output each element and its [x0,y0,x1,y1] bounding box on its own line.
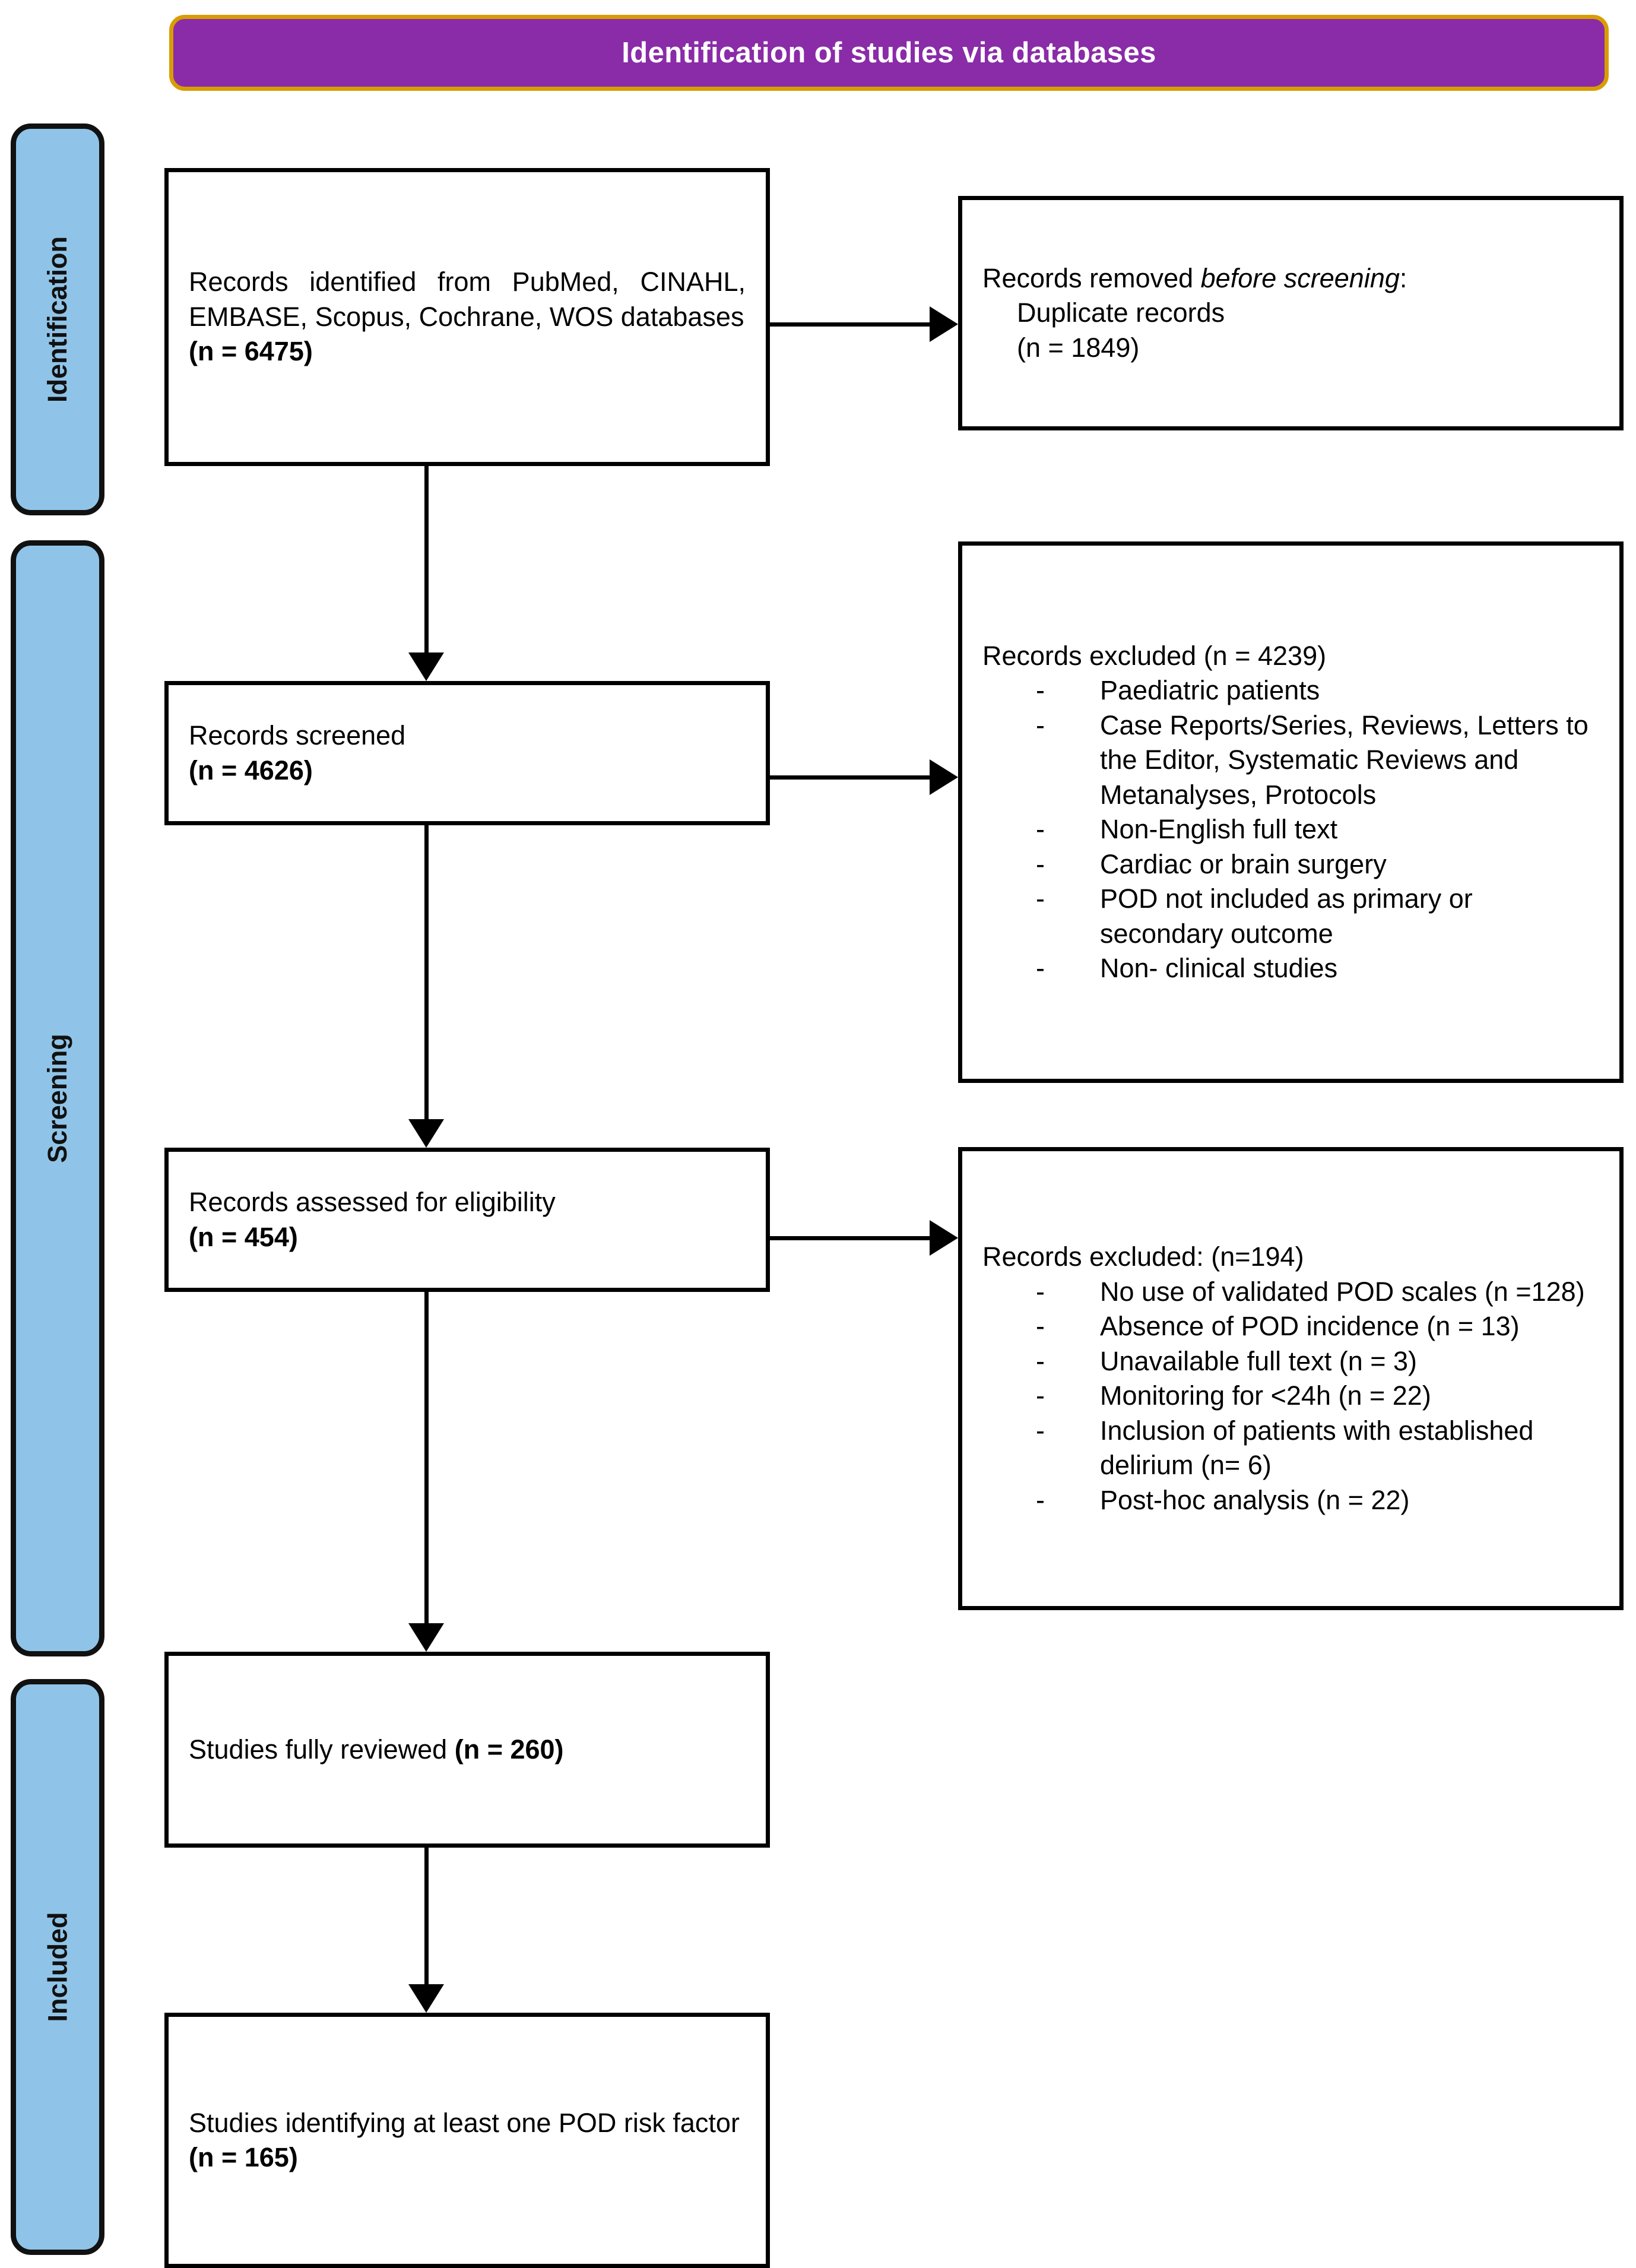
box-studies-reviewed-text: Studies fully reviewed (n = 260) [189,1732,746,1767]
stage-band-identification: Identification [11,123,104,515]
connector-identified-to-screened-line [424,466,429,652]
count-value: 4626 [244,755,304,785]
connector-assessed-to-reviewed-arrow-icon [408,1623,444,1652]
connector-assessed-to-reviewed-line [424,1292,429,1623]
box-records-removed-line3: (n = 1849) [1017,332,1140,363]
list-item: Case Reports/Series, Reviews, Letters to… [1036,708,1599,813]
count-prefix: (n = [189,336,245,367]
box-records-excluded-screening: Records excluded (n = 4239) Paediatric p… [958,541,1624,1083]
list-item: Inclusion of patients with established d… [1036,1414,1599,1483]
box-records-identified: Records identified from PubMed, CINAHL, … [164,168,770,466]
connector-assessed-to-excluded2-line [770,1236,933,1240]
stage-band-included-label: Included [42,1912,73,2022]
diagram-title-text: Identification of studies via databases [622,37,1156,69]
box-records-removed: Records removed before screening: Duplic… [958,196,1624,430]
count-value: 6475 [244,336,304,367]
box-records-assessed-count: (n = 454) [189,1220,746,1255]
stage-band-included: Included [11,1679,104,2255]
list-item: Absence of POD incidence (n = 13) [1036,1309,1599,1344]
list-item: No use of validated POD scales (n =128) [1036,1275,1599,1310]
connector-screened-to-excluded1-arrow-icon [930,759,958,795]
text-plain: Studies identifying at least one POD ris… [189,2107,740,2138]
box-records-removed-head: Records removed before screening: [982,261,1599,296]
diagram-title-banner: Identification of studies via databases [169,15,1609,91]
head-italic: before screening [1200,262,1400,293]
connector-reviewed-to-final-arrow-icon [408,1984,444,2013]
list-item: Unavailable full text (n = 3) [1036,1344,1599,1379]
list-item: Monitoring for <24h (n = 22) [1036,1379,1599,1414]
connector-reviewed-to-final-line [424,1848,429,1984]
list-item: Non- clinical studies [1036,951,1599,986]
head-colon: : [1399,262,1407,293]
head-plain: Records removed [982,262,1201,293]
connector-screened-to-assessed-arrow-icon [408,1119,444,1148]
connector-identified-to-screened-arrow-icon [408,652,444,681]
list-item: Post-hoc analysis (n = 22) [1036,1483,1599,1518]
count-suffix: ) [288,1221,298,1252]
count-value: (n = 165) [189,2142,298,2172]
exclusion-reason-list-eligibility: No use of validated POD scales (n =128) … [982,1275,1599,1518]
exclusion-reason-list-screening: Paediatric patients Case Reports/Series,… [982,673,1599,986]
box-records-screened-count: (n = 4626) [189,753,746,788]
box-records-assessed-text: Records assessed for eligibility [189,1187,556,1217]
count-suffix: ) [303,755,313,785]
box-records-assessed: Records assessed for eligibility (n = 45… [164,1148,770,1292]
list-item: Cardiac or brain surgery [1036,847,1599,882]
connector-screened-to-assessed-line [424,825,429,1119]
connector-identified-to-removed-line [770,322,933,327]
count-prefix: (n = [189,755,245,785]
box-records-screened-text: Records screened [189,720,406,750]
connector-assessed-to-excluded2-arrow-icon [930,1220,958,1256]
box-studies-risk-factor-text: Studies identifying at least one POD ris… [189,2106,746,2175]
box-records-excluded-eligibility-head: Records excluded: (n=194) [982,1241,1304,1272]
stage-band-screening-label: Screening [42,1034,73,1163]
box-records-screened: Records screened (n = 4626) [164,681,770,825]
stage-band-identification-label: Identification [42,236,72,403]
count-suffix: ) [303,336,313,367]
box-studies-reviewed: Studies fully reviewed (n = 260) [164,1652,770,1848]
list-item: Paediatric patients [1036,673,1599,708]
box-records-removed-line2: Duplicate records [1017,297,1225,328]
list-item: POD not included as primary or secondary… [1036,882,1599,951]
count-value: 454 [244,1221,289,1252]
stage-band-screening: Screening [11,540,104,1656]
connector-screened-to-excluded1-line [770,775,933,780]
box-records-excluded-screening-head: Records excluded (n = 4239) [982,640,1327,671]
box-studies-risk-factor: Studies identifying at least one POD ris… [164,2013,770,2268]
count-value: (n = 260) [454,1734,564,1765]
box-records-identified-count: (n = 6475) [189,334,746,369]
list-item: Non-English full text [1036,812,1599,847]
box-records-excluded-eligibility: Records excluded: (n=194) No use of vali… [958,1147,1624,1610]
connector-identified-to-removed-arrow-icon [930,306,958,342]
count-prefix: (n = [189,1221,245,1252]
box-records-identified-text: Records identified from PubMed, CINAHL, … [189,267,746,332]
text-plain: Studies fully reviewed [189,1734,455,1765]
